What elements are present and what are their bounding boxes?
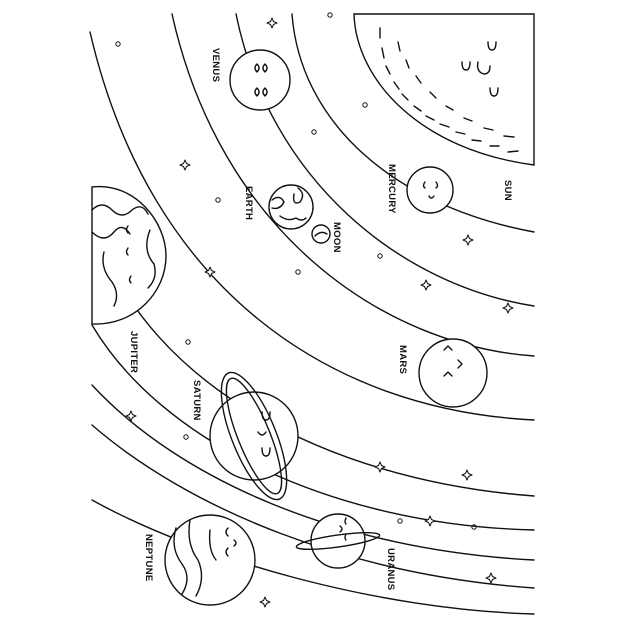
orbit-mercury xyxy=(291,13,535,233)
jupiter-body xyxy=(91,185,167,325)
mars: MARS xyxy=(397,338,488,408)
label-neptune: NEPTUNE xyxy=(143,534,154,582)
label-saturn: SATURN xyxy=(191,380,202,421)
mercury-face xyxy=(422,181,439,199)
jupiter-face xyxy=(125,225,132,284)
venus-body xyxy=(229,49,291,111)
dot xyxy=(185,339,191,345)
dot xyxy=(215,197,221,203)
label-moon: MOON xyxy=(331,222,342,253)
mars-face xyxy=(443,345,463,377)
dot xyxy=(311,129,317,135)
sparkle xyxy=(424,515,436,527)
mars-body xyxy=(418,338,488,408)
dot xyxy=(377,253,383,259)
label-venus: VENUS xyxy=(210,48,221,82)
sparkle xyxy=(204,266,216,278)
moon-body xyxy=(311,224,331,244)
earth-body xyxy=(268,184,314,230)
orbit-mars xyxy=(89,31,535,421)
jupiter-bands xyxy=(91,204,156,307)
label-mercury: MERCURY xyxy=(386,164,397,214)
background-stars xyxy=(115,12,514,608)
neptune-bands xyxy=(173,519,217,597)
venus-face xyxy=(254,63,268,97)
saturn-ring-inner xyxy=(225,377,283,495)
neptune: NEPTUNE xyxy=(143,514,256,606)
sparkle xyxy=(266,17,278,29)
sparkle xyxy=(179,159,191,171)
sparkle xyxy=(125,410,137,422)
dot xyxy=(115,41,121,47)
sun-dashes xyxy=(379,27,519,153)
uranus-ring xyxy=(295,531,381,551)
neptune-face xyxy=(225,527,237,557)
neptune-body xyxy=(164,514,256,606)
label-uranus: URANUS xyxy=(385,548,396,590)
sparkle xyxy=(374,461,386,473)
sun-face xyxy=(461,41,499,97)
saturn-face xyxy=(257,411,271,457)
dot xyxy=(295,269,301,275)
uranus-face xyxy=(339,517,347,541)
dot xyxy=(471,524,477,530)
label-mars: MARS xyxy=(397,345,408,374)
saturn: SATURN xyxy=(191,371,299,501)
earth-continents xyxy=(271,187,307,221)
sun-outline xyxy=(353,13,535,166)
moon: MOON xyxy=(311,222,342,253)
dot xyxy=(327,12,333,18)
label-sun: SUN xyxy=(502,180,513,201)
dot xyxy=(183,434,189,440)
saturn-body xyxy=(209,391,299,481)
sparkle xyxy=(259,596,271,608)
sparkle xyxy=(462,234,474,246)
sun: SUN xyxy=(353,13,535,201)
label-jupiter: JUPITER xyxy=(128,331,139,373)
dot xyxy=(397,518,403,524)
mercury-body xyxy=(406,166,454,214)
orbit-uranus xyxy=(91,384,535,561)
sparkle xyxy=(485,572,497,584)
label-earth: EARTH xyxy=(243,186,254,220)
sparkle xyxy=(502,302,514,314)
mercury: MERCURY xyxy=(386,164,454,214)
saturn-ring xyxy=(220,371,288,501)
sparkle xyxy=(461,469,473,481)
moon-detail xyxy=(314,231,328,237)
venus: VENUS xyxy=(210,48,291,111)
sparkle xyxy=(420,279,432,291)
uranus-body xyxy=(310,513,366,569)
orbit-neptune xyxy=(91,424,535,589)
dot xyxy=(362,102,368,108)
jupiter: JUPITER xyxy=(91,185,167,373)
earth: EARTH xyxy=(243,184,314,230)
uranus: URANUS xyxy=(295,513,396,590)
orbit-outer xyxy=(91,499,535,615)
